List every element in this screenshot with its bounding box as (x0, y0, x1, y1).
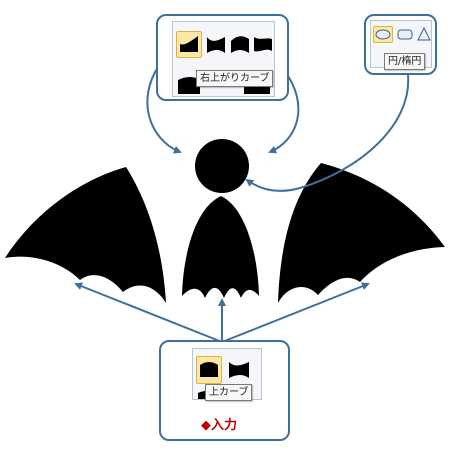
arrow-to-left-wing (74, 282, 223, 343)
curve-up-icon[interactable] (199, 360, 219, 378)
ellipse-icon[interactable] (375, 29, 391, 40)
rounded-rectangle-icon[interactable] (397, 29, 413, 40)
arrow-to-right-ear (268, 69, 300, 154)
arrow-to-head (245, 74, 410, 192)
curve-icon-2-bottom[interactable] (228, 359, 250, 379)
curve-icon-2[interactable] (206, 34, 226, 54)
bat-body (182, 196, 259, 298)
callout-input: 上カーブ ◆入力 (159, 340, 290, 441)
curve-up-right-icon[interactable] (179, 35, 199, 53)
bat-head (195, 139, 249, 193)
curve-icon-3[interactable] (230, 34, 250, 54)
bat-wing-right (278, 163, 445, 303)
tooltip-curve-up: 上カーブ (205, 384, 253, 401)
arrow-to-right-wing (221, 282, 370, 343)
curve-icon-4[interactable] (253, 34, 273, 54)
input-label: ◆入力 (201, 418, 237, 433)
bat-wing-left (5, 167, 166, 303)
callout-basic-shapes: 円/楕円 (364, 14, 437, 75)
triangle-icon[interactable] (417, 26, 431, 41)
callout-curve-shapes: 右上がりカーブ (156, 14, 289, 101)
tooltip-curve-up-right: 右上がりカーブ (196, 70, 274, 87)
tooltip-ellipse: 円/楕円 (384, 53, 426, 70)
arrow-to-left-ear (146, 63, 182, 154)
